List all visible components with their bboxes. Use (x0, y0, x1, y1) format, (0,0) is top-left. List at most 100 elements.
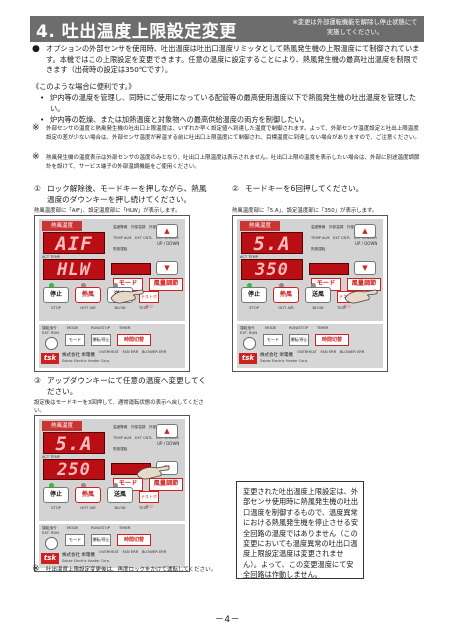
mode-indicator: 熱風運転 (113, 247, 128, 251)
caution-note-2: ※ 熱風発生機の温度表示は外部センサの温度のみとなり、吐出口上限温度は表示されま… (32, 152, 420, 171)
cases-list: • 炉内等の温度を管理し、同時にご使用になっている配管等の最高使用温度以下で熱風… (40, 93, 420, 127)
controller-panel: 熱風温度 AIF ACT TEMP HLW 温度警報 外部温調 外部センサ TE… (34, 215, 190, 372)
act-temp-label: ACT TEMP (42, 455, 60, 459)
timer-switch-button[interactable]: 時間切替 (117, 534, 151, 546)
run-stop-button[interactable]: 運転/停止 (91, 334, 111, 346)
set-temp-display: AIF (43, 232, 105, 255)
step-3-sub: 設定後はモードキーを3回押して、通常運転状態の表示へ戻してください。 (34, 400, 204, 414)
mode-indicator: 熱風運転 (113, 447, 128, 451)
maker-name-en: Sakae Electric Heater Corp. (62, 559, 111, 563)
stop-label: STOP (51, 306, 61, 310)
blow-button[interactable]: 送風 (107, 487, 133, 503)
maker-name-en: Sakae Electric Heater Corp. (62, 359, 111, 363)
timer-label: TIMER (317, 326, 329, 330)
ext-run-switch[interactable] (45, 537, 58, 550)
intro-paragraph: ● オプションの外部センサを使用時、吐出温度は吐出口温度リミッタとして熱風発生機… (32, 44, 424, 76)
run-stop-button[interactable]: 運転/停止 (91, 534, 111, 546)
up-key-button[interactable]: ▲ (354, 224, 376, 238)
down-key-button[interactable]: ▼ (354, 261, 376, 275)
step-1-sub: 熱風温度部に「AIF」、設定温度部に「HLW」が表示します。 (34, 208, 181, 214)
updown-label: UP / DOWN (157, 241, 180, 246)
blow-led (311, 283, 316, 288)
set-temp-label: 熱風温度 (42, 421, 82, 431)
asterisk-icon: ※ (32, 152, 40, 162)
timer-label: TIMER (119, 526, 131, 530)
controller-panel: 熱風温度 5.A ACT TEMP 350 温度警報 外部温調 外部センサ TE… (232, 215, 388, 372)
panel-lower-area: 運転指令 EXT. RUN MODE モード RUN/STOP 運転/停止 TI… (39, 324, 185, 368)
hot-air-button[interactable]: 熱風 (75, 487, 101, 503)
step-2-sub: 熱風温度部に「5.A」、設定温度部に「350」が表示します。 (232, 208, 378, 214)
indicator-labels-en: TEMP ALM EXT CNTL EXT SENSOR (113, 236, 179, 240)
blow-button[interactable]: 送風 (305, 287, 331, 303)
blow-label: BLOW (114, 306, 126, 310)
run-stop-button[interactable]: 運転/停止 (289, 334, 309, 346)
sub-display (309, 263, 349, 275)
act-temp-label: ACT TEMP (240, 255, 258, 259)
pointing-hand-icon (110, 289, 144, 304)
caution-note-1: ※ 外部センサの温度と熱風発生機の吐出口上限温度は、いずれか早く設定値へ到達した… (32, 123, 420, 142)
blow-label: BLOW (114, 506, 126, 510)
test-label: TEST (337, 306, 347, 310)
act-temp-display: 350 (241, 259, 303, 280)
ext-run-label: 運転指令 (42, 326, 57, 330)
cases-title: 《このような場合に便利です。》 (32, 82, 136, 91)
step-1-title: ① ロック解除後、モードキーを押しながら、熱風温度のダウンキーを押し続けてくださ… (34, 184, 207, 204)
airflow-button[interactable]: 風量調節 (149, 478, 183, 491)
indicator-labels-en: TEMP ALM EXT CNTL EXT SENSOR (311, 236, 377, 240)
hot-air-button[interactable]: 熱風 (273, 287, 299, 303)
pointing-hand-icon (344, 289, 378, 304)
panel-upper-area: 熱風温度 5.A ACT TEMP 250 温度警報 外部温調 外部センサ TE… (39, 419, 185, 521)
pointing-hand-icon (136, 465, 170, 480)
header-note: ※変更は外部運転機能を解除し停止状態にて実施してください。 (292, 19, 418, 36)
panel-lower-area: 運転指令 EXT. RUN MODE モード RUN/STOP 運転/停止 TI… (237, 324, 383, 368)
airflow-button[interactable]: 風量調節 (347, 278, 381, 291)
hot-air-button[interactable]: 熱風 (75, 287, 101, 303)
stop-label: STOP (51, 506, 61, 510)
brand-logo: tsk (239, 353, 257, 364)
step-3-title: ③ アップダウンキーにて任意の温度へ変更してください。 (34, 376, 207, 396)
maker-name-en: Sakae Electric Heater Corp. (260, 359, 309, 363)
test-label: TEST (139, 506, 149, 510)
indicator-labels: 温度警報 外部温調 外部センサ (311, 225, 365, 229)
blow-label: BLOW (312, 306, 324, 310)
stop-button[interactable]: 停止 (43, 287, 69, 303)
stop-button[interactable]: 停止 (241, 287, 267, 303)
mode-label: MODE (67, 526, 79, 530)
test-button[interactable]: テストボタン (139, 491, 159, 509)
updown-label: UP / DOWN (157, 441, 180, 446)
mode-lower-button[interactable]: モード (65, 334, 85, 346)
ext-run-switch[interactable] (45, 337, 58, 350)
indicator-labels: 温度警報 外部温調 外部センサ (113, 225, 167, 229)
up-key-button[interactable]: ▲ (156, 424, 178, 438)
run-stop-label: RUN/STOP (91, 526, 110, 530)
bullet-icon: • (40, 93, 45, 102)
section-title: 4. 吐出温度上限設定変更 (36, 22, 237, 42)
act-temp-display: HLW (43, 259, 105, 280)
bullet-icon: • (40, 115, 45, 125)
controller-panel: 熱風温度 5.A ACT TEMP 250 温度警報 外部温調 外部センサ TE… (34, 415, 190, 572)
intro-text: オプションの外部センサを使用時、吐出温度は吐出口温度リミッタとして熱風発生機の上… (46, 44, 420, 75)
airflow-button[interactable]: 風量調節 (149, 278, 183, 291)
test-button[interactable]: テストボタン (139, 291, 159, 309)
section-header: 4. 吐出温度上限設定変更 ※変更は外部運転機能を解除し停止状態にて実施してくだ… (30, 16, 424, 42)
indicator-labels: 温度警報 外部温調 外部センサ (113, 425, 167, 429)
timer-switch-button[interactable]: 時間切替 (117, 334, 151, 346)
up-key-button[interactable]: ▲ (156, 224, 178, 238)
error-labels: OVERHEAT FAN ERR BLOWER ERR (99, 350, 167, 354)
down-key-button[interactable]: ▼ (156, 261, 178, 275)
mode-lower-button[interactable]: モード (263, 334, 283, 346)
ext-run-label: 運転指令 (42, 526, 57, 530)
mode-label: MODE (265, 326, 277, 330)
run-stop-label: RUN/STOP (91, 326, 110, 330)
timer-switch-button[interactable]: 時間切替 (315, 334, 349, 346)
bottom-note: ※ 吐出温度上限設定変更後は、再度ロックをかけて運転してください。 (32, 564, 217, 574)
mode-label: MODE (67, 326, 79, 330)
panel-upper-area: 熱風温度 AIF ACT TEMP HLW 温度警報 外部温調 外部センサ TE… (39, 219, 185, 321)
mode-lower-button[interactable]: モード (65, 534, 85, 546)
stop-button[interactable]: 停止 (43, 487, 69, 503)
ext-run-label-en: EXT. RUN (240, 331, 257, 335)
set-temp-display: 5.A (43, 432, 105, 455)
blow-led (113, 483, 118, 488)
ext-run-switch[interactable] (243, 337, 256, 350)
hot-led (81, 483, 86, 488)
